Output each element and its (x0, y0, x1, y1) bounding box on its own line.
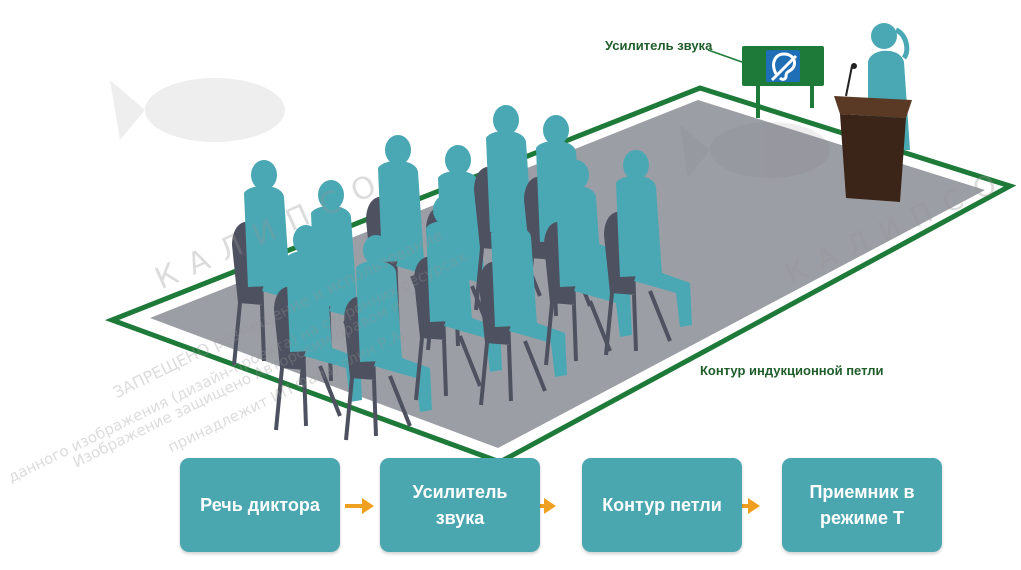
hearing-loop-ear-icon (772, 52, 796, 81)
flow-step-label: Речь диктора (200, 495, 320, 515)
amplifier-stand (742, 46, 824, 118)
flow-step-label: Усилитель звука (412, 482, 508, 528)
flow-arrow-1 (345, 498, 374, 514)
audience-member (604, 150, 692, 356)
flow-step-label: Приемник в режиме Т (809, 482, 915, 528)
fish-watermark-left (110, 78, 285, 142)
flow-step-receiver: Приемник в режиме Т (782, 458, 942, 552)
audience-member (274, 225, 362, 431)
loop-contour-label: Контур индукционной петли (700, 363, 884, 378)
flow-step-speech: Речь диктора (180, 458, 340, 552)
flow-step-amplifier: Усилитель звука (380, 458, 540, 552)
flow-step-label: Контур петли (602, 495, 722, 515)
fish-watermark-right (680, 122, 830, 178)
audience-member (479, 200, 567, 406)
flow-step-loop: Контур петли (582, 458, 742, 552)
podium (834, 96, 912, 202)
amplifier-label: Усилитель звука (605, 38, 713, 53)
